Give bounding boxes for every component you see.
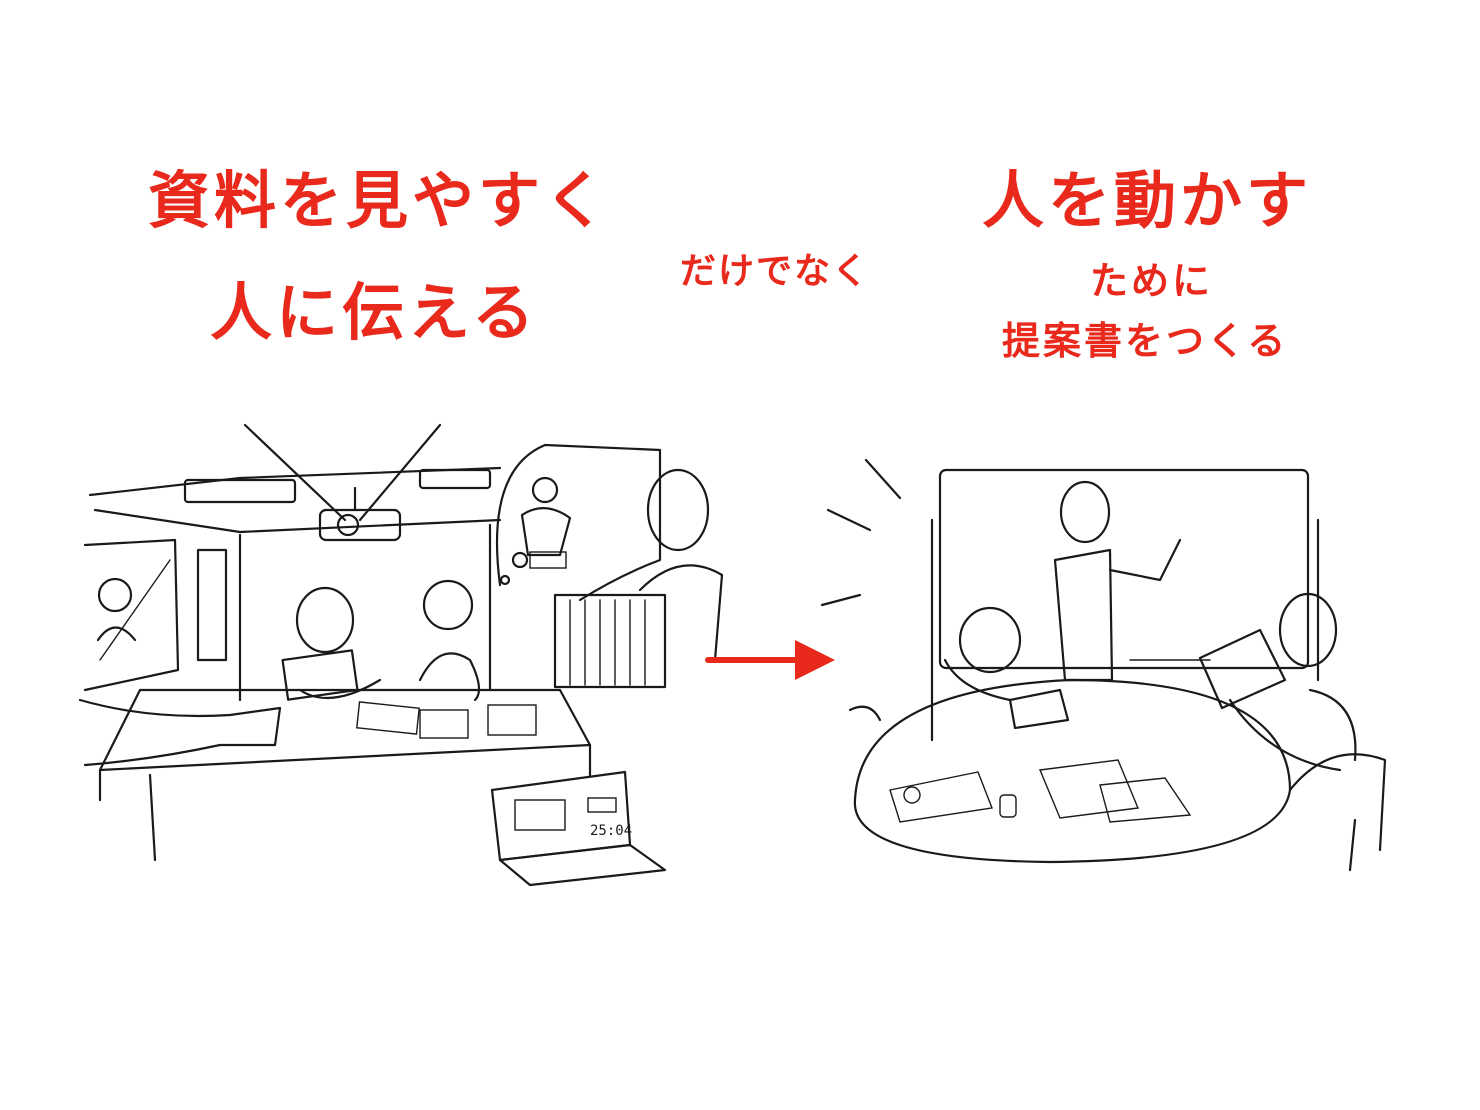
thought-bubble	[495, 443, 724, 689]
person-reading	[281, 586, 382, 701]
whiteboard	[930, 468, 1320, 742]
person-thinking	[418, 579, 481, 702]
presenter-standing	[1053, 480, 1182, 682]
left-heading-line2: 人に伝える	[210, 276, 539, 349]
left-heading-line1: 資料を見やすく	[148, 164, 611, 237]
emphasis-lines	[820, 458, 902, 607]
person-window	[96, 577, 137, 642]
right-heading-line2: ために	[1090, 259, 1214, 303]
person-with-document	[1198, 592, 1387, 872]
laptop-icon: 25:04	[490, 770, 667, 887]
projector-icon	[318, 486, 402, 542]
ceiling	[88, 423, 502, 534]
right-heading-line1: 人を動かす	[982, 164, 1313, 237]
laptop-timer: 25:04	[590, 823, 632, 839]
person-with-laptop	[848, 606, 1070, 730]
presenter-arm	[78, 698, 282, 767]
right-heading-line3: 提案書をつくる	[1002, 319, 1289, 363]
round-table	[853, 678, 1292, 864]
meeting-table	[98, 688, 592, 862]
room-walls	[83, 523, 492, 702]
connector-text: だけでなく	[680, 251, 871, 292]
